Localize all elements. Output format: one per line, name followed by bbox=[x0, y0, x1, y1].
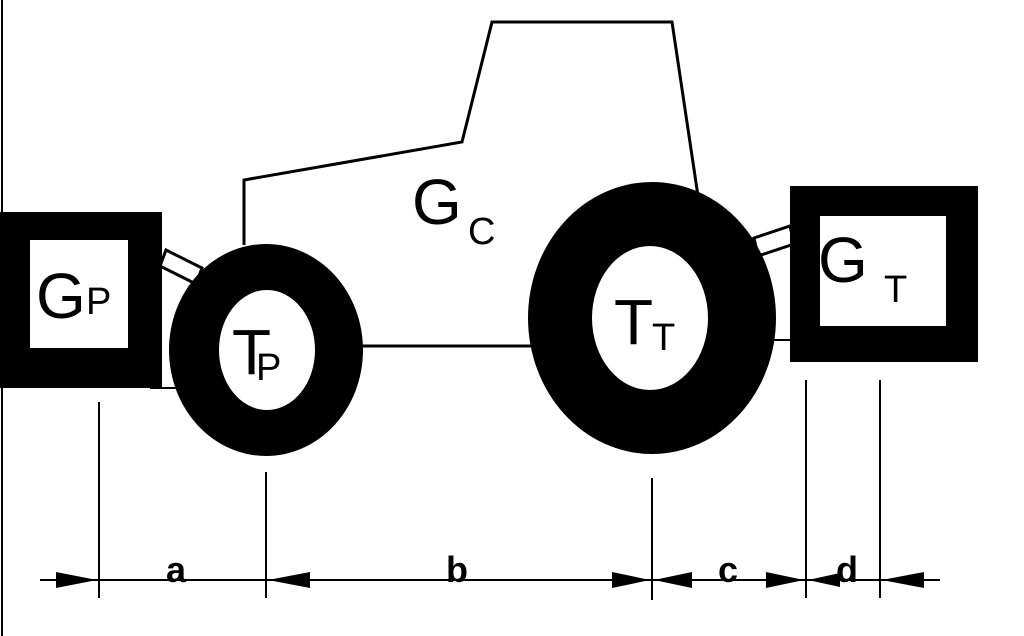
dim-label-b: b bbox=[446, 549, 468, 590]
rear-ballast-weight: G T bbox=[790, 186, 978, 362]
front-ballast-weight: G P bbox=[0, 212, 162, 388]
front-wheel: T P bbox=[169, 244, 363, 456]
tractor-body-outline bbox=[242, 20, 700, 245]
tp-subscript: P bbox=[256, 347, 281, 389]
tt-label: T bbox=[614, 286, 653, 358]
tt-subscript: T bbox=[652, 317, 675, 359]
dimension-arrows bbox=[56, 572, 924, 588]
dim-label-d: d bbox=[836, 549, 858, 590]
gc-subscript: C bbox=[468, 211, 495, 253]
gp-label: G bbox=[36, 260, 86, 332]
gt-subscript: T bbox=[884, 269, 907, 311]
dim-label-a: a bbox=[166, 549, 187, 590]
gp-subscript: P bbox=[86, 281, 111, 323]
gc-label: G bbox=[412, 166, 462, 238]
dim-label-c: c bbox=[718, 549, 738, 590]
gt-label: G bbox=[818, 224, 868, 296]
rear-wheel: T T bbox=[528, 182, 776, 454]
tp-label: T bbox=[232, 316, 271, 388]
